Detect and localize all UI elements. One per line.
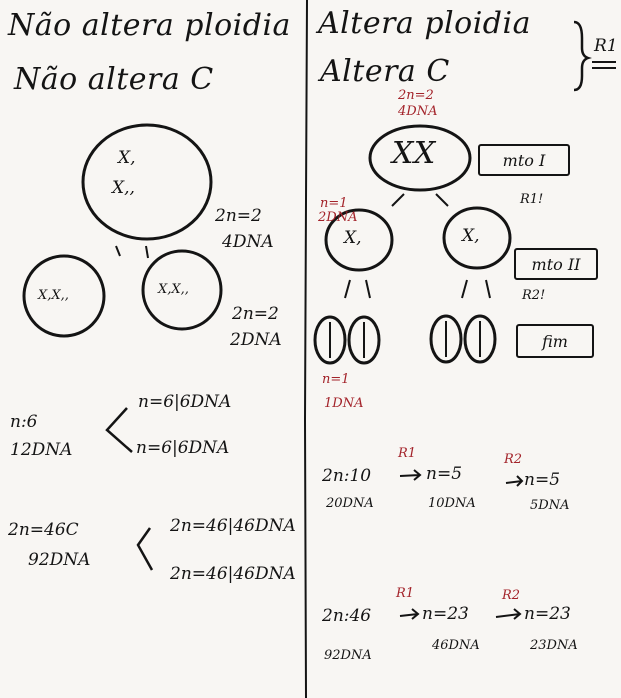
ex2-start-dna: 92DNA xyxy=(28,550,91,570)
box-meiosis-1: mto I xyxy=(478,144,570,176)
ex2-arrow-1 xyxy=(399,608,420,620)
gamete-3 xyxy=(429,314,463,364)
ex2r-r1: R1 xyxy=(396,586,415,601)
ex2-start-n: 2n=46C xyxy=(8,520,79,540)
r1-mark: R1! xyxy=(520,192,544,207)
ex1r-start-dna: 20DNA xyxy=(326,496,374,511)
r1-label: R1 xyxy=(594,36,618,56)
meiosis-mother-cell xyxy=(368,124,472,192)
center-divider-line xyxy=(303,0,308,698)
ex1r-end-ploidy: n=5 xyxy=(524,470,561,490)
ex1r-start-ploidy: 2n:10 xyxy=(322,466,372,486)
gamete-4 xyxy=(463,314,497,364)
division-line-left xyxy=(115,245,121,257)
box-end: fim xyxy=(516,324,594,358)
chromosome-label-top: X, xyxy=(118,148,136,168)
ex1-start-n: n:6 xyxy=(10,412,38,432)
ex1-out-1: n=6|6DNA xyxy=(138,392,232,412)
ex2-arrow-2 xyxy=(495,608,522,620)
top-cell-ploidy: 2n=2 xyxy=(398,88,434,103)
ex2r-end-dna: 23DNA xyxy=(530,638,578,653)
mother-ploidy-label: 2n=2 xyxy=(215,206,262,226)
mid-cell-dna: 2DNA xyxy=(318,210,358,225)
mid-cell-chromosome-1: X, xyxy=(344,228,362,248)
ex2r-start-dna: 92DNA xyxy=(324,648,372,663)
ex1r-mid-ploidy: n=5 xyxy=(426,464,463,484)
ex2r-mid-ploidy: n=23 xyxy=(422,604,469,624)
mother-cell-left xyxy=(81,123,213,241)
left-title-line2: Não altera C xyxy=(14,62,214,97)
meiosis-cell-mid-1 xyxy=(324,208,394,272)
meiosis-cell-mid-2 xyxy=(442,206,512,270)
r1-underline xyxy=(592,61,616,69)
ex1r-mid-dna: 10DNA xyxy=(428,496,476,511)
ex2-out-2: 2n=46|46DNA xyxy=(170,564,296,584)
gamete-1 xyxy=(313,315,347,365)
mid-cell-chromosome-2: X, xyxy=(462,226,480,246)
right-title-line2: Altera C xyxy=(320,54,450,89)
ex1-arrow-1 xyxy=(399,469,422,481)
ex2r-end-ploidy: n=23 xyxy=(524,604,571,624)
daughter-chromosomes-2: X,X,, xyxy=(158,282,189,297)
ex2r-r2: R2 xyxy=(502,588,521,603)
mother-dna-label: 4DNA xyxy=(222,232,274,252)
ex1r-r2: R2 xyxy=(504,452,523,467)
ex2r-mid-dna: 46DNA xyxy=(432,638,480,653)
ex1-out-2: n=6|6DNA xyxy=(136,438,230,458)
ex1-start-dna: 12DNA xyxy=(10,440,73,460)
daughter-dna-label: 2DNA xyxy=(230,330,282,350)
ex1-arrow-2 xyxy=(505,475,524,487)
bottom-dna: 1DNA xyxy=(324,396,364,411)
top-cell-dna: 4DNA xyxy=(398,104,438,119)
title-brace xyxy=(573,20,592,92)
bottom-ploidy: n=1 xyxy=(322,372,350,387)
ex1r-end-dna: 5DNA xyxy=(530,498,570,513)
top-cell-chromosomes: XX xyxy=(392,136,436,171)
ex2r-start-ploidy: 2n:46 xyxy=(322,606,372,626)
right-title-line1: Altera ploidia xyxy=(318,6,531,41)
ex2-out-1: 2n=46|46DNA xyxy=(170,516,296,536)
split-bracket-1 xyxy=(105,407,133,453)
daughter-cell-left-1 xyxy=(22,254,106,338)
mid-cell-ploidy: n=1 xyxy=(320,196,348,211)
left-title-line1: Não altera ploidia xyxy=(8,8,291,43)
split-bracket-2 xyxy=(136,527,154,571)
daughter-chromosomes-1: X,X,, xyxy=(38,288,69,303)
ex1r-r1: R1 xyxy=(398,446,417,461)
gamete-2 xyxy=(347,315,381,365)
chromosome-label-bottom: X,, xyxy=(112,178,135,198)
daughter-cell-left-2 xyxy=(141,249,223,331)
box-meiosis-2: mto II xyxy=(514,248,598,280)
daughter-ploidy-label: 2n=2 xyxy=(232,304,279,324)
r2-mark: R2! xyxy=(522,288,546,303)
